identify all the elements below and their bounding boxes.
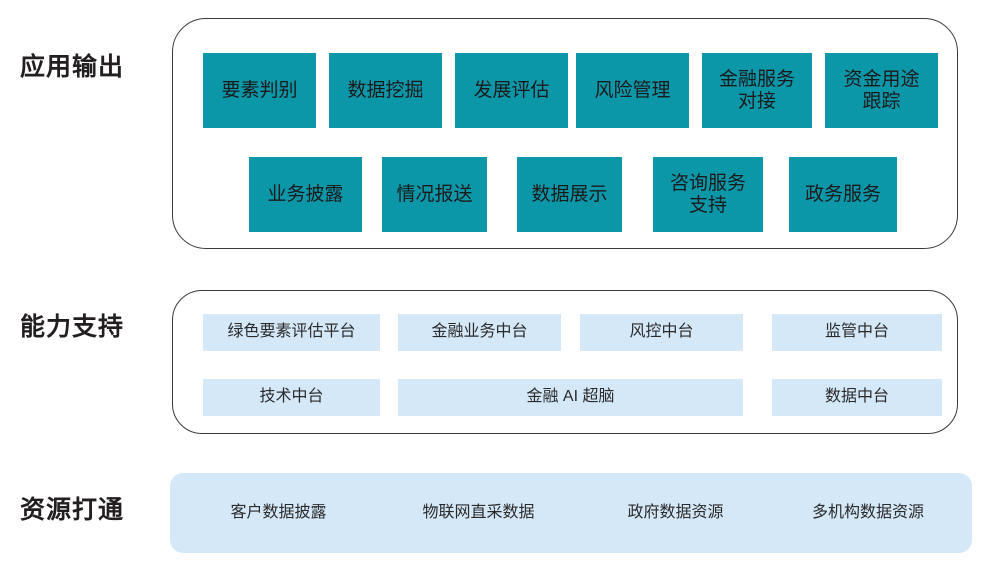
- resource-item-2[interactable]: 物联网直采数据: [422, 504, 535, 521]
- tile-capability-3[interactable]: 风控中台: [580, 314, 743, 351]
- tile-application-output-2[interactable]: 数据挖掘: [329, 53, 442, 128]
- tile-capability-4[interactable]: 监管中台: [772, 314, 942, 351]
- tile-application-output-6[interactable]: 资金用途 跟踪: [825, 53, 938, 128]
- tile-capability-5[interactable]: 技术中台: [203, 379, 380, 416]
- tile-application-output-7[interactable]: 业务披露: [249, 157, 362, 232]
- tile-capability-1[interactable]: 绿色要素评估平台: [203, 314, 380, 351]
- row-label-application-output: 应用输出: [20, 53, 125, 81]
- row-label-resource-integration: 资源打通: [20, 496, 125, 524]
- tile-application-output-3[interactable]: 发展评估: [455, 53, 568, 128]
- tile-capability-7[interactable]: 数据中台: [772, 379, 942, 416]
- tile-capability-6[interactable]: 金融 AI 超脑: [398, 379, 743, 416]
- resource-item-4[interactable]: 多机构数据资源: [811, 504, 924, 521]
- tile-application-output-8[interactable]: 情况报送: [382, 157, 487, 232]
- tile-application-output-9[interactable]: 数据展示: [517, 157, 622, 232]
- resource-item-1[interactable]: 客户数据披露: [230, 504, 327, 521]
- tile-application-output-10[interactable]: 咨询服务 支持: [653, 157, 763, 232]
- resource-item-3[interactable]: 政府数据资源: [627, 504, 724, 521]
- tile-application-output-11[interactable]: 政务服务: [789, 157, 897, 232]
- tile-capability-2[interactable]: 金融业务中台: [398, 314, 561, 351]
- tile-application-output-1[interactable]: 要素判别: [203, 53, 316, 128]
- resource-integration-bar: [170, 473, 972, 553]
- tile-application-output-5[interactable]: 金融服务 对接: [702, 53, 812, 128]
- tile-application-output-4[interactable]: 风险管理: [576, 53, 689, 128]
- row-label-capability-support: 能力支持: [20, 313, 125, 341]
